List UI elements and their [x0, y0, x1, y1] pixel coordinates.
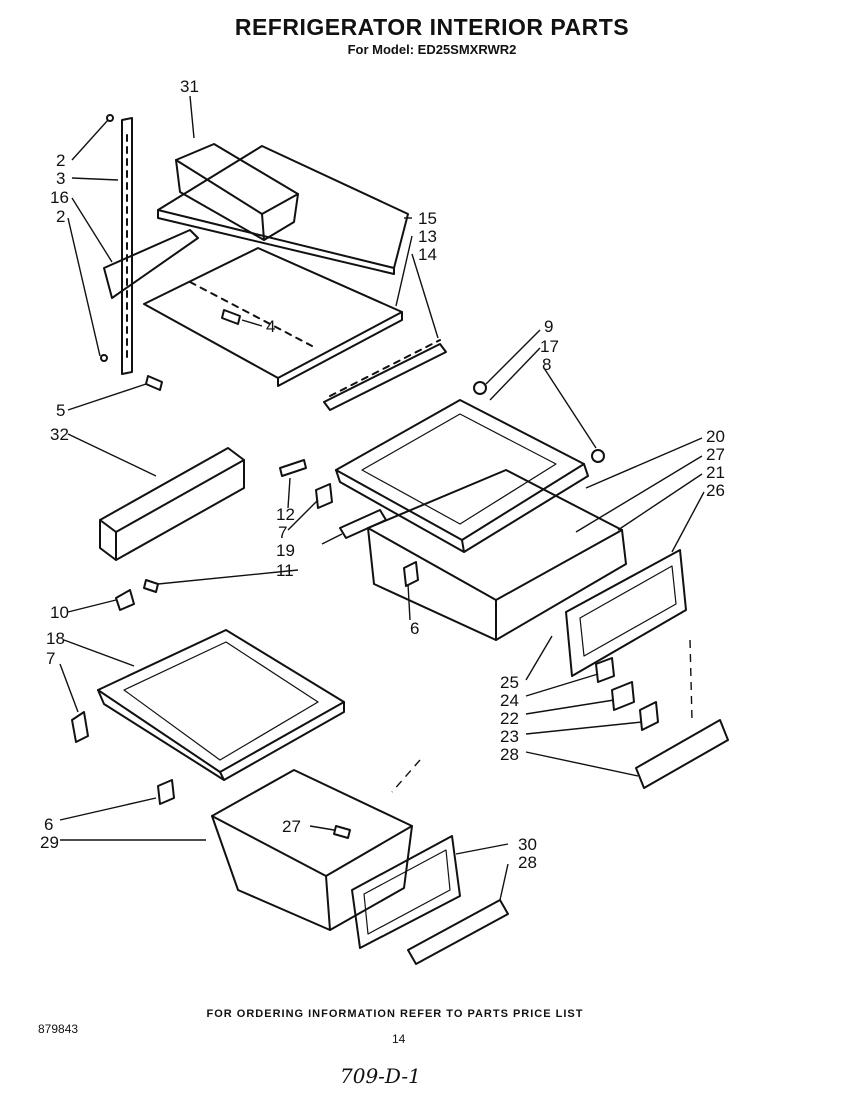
support-part-6-upper [403, 561, 419, 587]
model-subtitle: For Model: ED25SMXRWR2 [347, 42, 517, 57]
callout-15: 15 [418, 209, 437, 228]
callout-7-lower: 7 [46, 649, 55, 668]
callout-32: 32 [50, 425, 69, 444]
callout-5: 5 [56, 401, 65, 420]
stud-part-8 [591, 449, 605, 463]
callout-26: 26 [706, 481, 725, 500]
screw-part-11 [143, 579, 159, 593]
clip-part-23 [639, 701, 659, 731]
callout-16: 16 [50, 188, 69, 207]
stud-part-9 [473, 381, 487, 395]
lower-drawer-29 [211, 769, 413, 931]
callout-17: 17 [540, 337, 559, 356]
handwritten-note: 709-D-1 [340, 1064, 421, 1088]
exploded-parts-diagram: 31 2 3 16 2 15 13 14 4 5 32 9 17 8 20 27… [40, 77, 729, 965]
callout-18: 18 [46, 629, 65, 648]
crisper-drawer-26 [367, 469, 627, 641]
middle-shelf-17 [335, 399, 589, 553]
callout-13: 13 [418, 227, 437, 246]
callout-27-lower: 27 [282, 817, 301, 836]
cover-32 [99, 447, 245, 561]
support-part-7-lower [71, 711, 89, 743]
top-shelf-glass [157, 145, 409, 275]
callout-29: 29 [40, 833, 59, 852]
shelf-bracket [103, 229, 199, 299]
callout-31: 31 [180, 77, 199, 96]
page-title: REFRIGERATOR INTERIOR PARTS [234, 14, 630, 40]
callout-19: 19 [276, 541, 295, 560]
callout-27: 27 [706, 445, 725, 464]
callout-2: 2 [56, 151, 65, 170]
callout-12: 12 [276, 505, 295, 524]
screw-part-27-lower [333, 825, 351, 839]
shelf-ladder-rail [100, 114, 133, 375]
callout-2-lower: 2 [56, 207, 65, 226]
document-number: 879843 [38, 1022, 79, 1036]
support-part-7-upper [315, 483, 333, 509]
top-shelf-frame [143, 247, 403, 387]
screw-part-4 [221, 309, 241, 325]
callout-4: 4 [266, 317, 275, 336]
callout-21: 21 [706, 463, 725, 482]
callout-11: 11 [276, 561, 294, 580]
ordering-note: FOR ORDERING INFORMATION REFER TO PARTS … [206, 1008, 584, 1020]
top-shelf-trim [323, 343, 447, 411]
callout-24: 24 [500, 691, 519, 710]
callout-30: 30 [518, 835, 537, 854]
clip-part-24 [595, 657, 615, 683]
shelf-bin [175, 143, 299, 241]
drawer-front-30 [351, 835, 461, 949]
callout-7: 7 [278, 523, 287, 542]
clip-part-22 [611, 681, 635, 711]
callout-9: 9 [544, 317, 553, 336]
callout-25: 25 [500, 673, 519, 692]
callout-22: 22 [500, 709, 519, 728]
drawer-rail-19 [339, 509, 387, 539]
support-part-6-lower [157, 779, 175, 805]
callout-6: 6 [410, 619, 419, 638]
drawer-trim-28-lower [407, 899, 509, 965]
callout-28: 28 [500, 745, 519, 764]
callout-28-lower: 28 [518, 853, 537, 872]
lower-shelf-18 [97, 629, 345, 781]
bushing-part-10 [115, 589, 135, 611]
callout-leaders [59, 95, 705, 901]
callout-20: 20 [706, 427, 725, 446]
drawer-front-panel [565, 549, 687, 677]
callout-6-lower: 6 [44, 815, 53, 834]
page-number: 14 [392, 1032, 406, 1046]
callout-10: 10 [50, 603, 69, 622]
callout-3: 3 [56, 169, 65, 188]
callout-23: 23 [500, 727, 519, 746]
callout-8: 8 [542, 355, 551, 374]
drawer-trim-28-right [635, 719, 729, 789]
screw-part-5 [145, 375, 163, 391]
screw-part-12 [279, 459, 307, 477]
callout-14: 14 [418, 245, 437, 264]
